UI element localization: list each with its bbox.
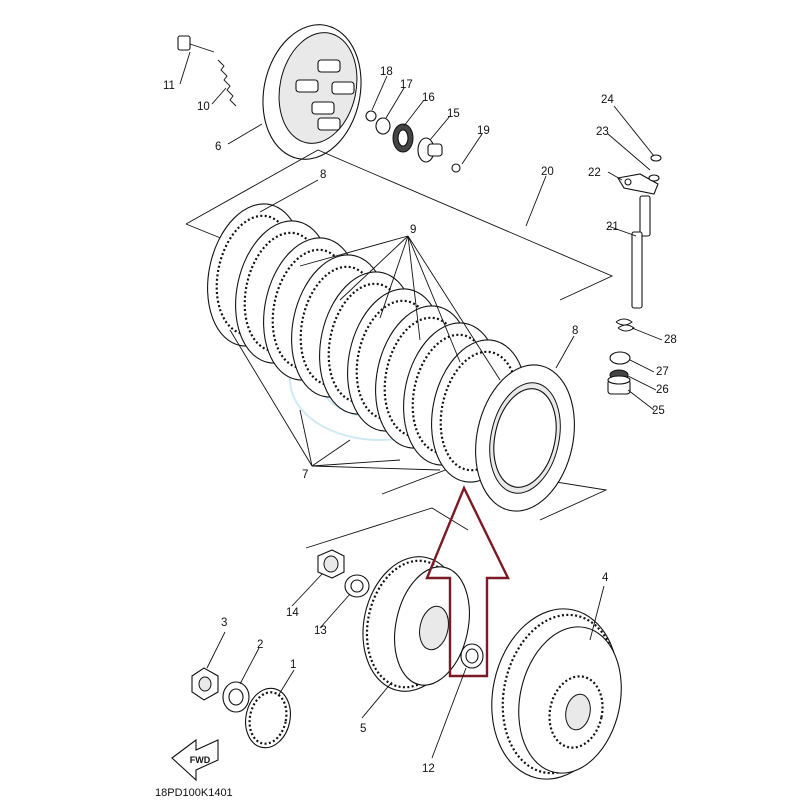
label-24: 24 — [601, 94, 614, 106]
label-11: 11 — [163, 80, 175, 92]
push-lever-axle[interactable] — [631, 195, 651, 309]
thrust-washer[interactable] — [460, 643, 484, 669]
label-18: 18 — [380, 66, 393, 78]
washer-small[interactable] — [648, 154, 662, 182]
label-26: 26 — [656, 384, 669, 396]
push-lever[interactable] — [617, 173, 659, 195]
ball[interactable] — [451, 163, 461, 173]
label-12: 12 — [422, 763, 435, 775]
highlight-arrow — [425, 485, 510, 678]
clutch-boss[interactable] — [351, 548, 480, 701]
label-14: 14 — [286, 607, 299, 619]
label-25: 25 — [652, 405, 665, 417]
label-15: 15 — [447, 108, 460, 120]
label-17: 17 — [400, 79, 413, 91]
label-20: 20 — [541, 166, 554, 178]
label-16: 16 — [422, 92, 435, 104]
boss-outline — [305, 507, 469, 549]
gear-washer[interactable] — [222, 681, 250, 713]
callout-leaders — [179, 51, 663, 759]
label-13: 13 — [314, 625, 327, 637]
label-1: 1 — [290, 659, 296, 671]
label-6: 6 — [215, 141, 221, 153]
bolt[interactable] — [177, 35, 215, 53]
needle-bearing[interactable] — [607, 375, 631, 395]
label-2: 2 — [257, 639, 263, 651]
plate-10 — [475, 364, 575, 512]
label-21: 21 — [606, 221, 619, 233]
label-8-top: 8 — [320, 169, 326, 181]
callout-lines-plates — [229, 179, 575, 471]
label-19: 19 — [477, 125, 490, 137]
gear-nut[interactable] — [191, 667, 219, 701]
fwd-arrow-icon: FWD — [171, 738, 219, 782]
push-rod-piece[interactable] — [417, 137, 443, 163]
label-8-right: 8 — [572, 325, 578, 337]
bearing[interactable] — [392, 123, 414, 153]
label-5: 5 — [360, 723, 366, 735]
label-27: 27 — [656, 366, 669, 378]
primary-drive-gear[interactable] — [240, 684, 296, 752]
label-7: 7 — [302, 469, 308, 481]
nut[interactable] — [317, 549, 345, 579]
label-4: 4 — [602, 572, 609, 584]
lock-washer[interactable] — [344, 574, 370, 598]
label-23: 23 — [596, 126, 609, 138]
torsion-spring[interactable] — [615, 318, 635, 332]
washer[interactable] — [365, 110, 391, 135]
label-10: 10 — [197, 101, 210, 113]
part-labels: 11 10 6 18 17 16 15 19 20 24 23 22 21 8 … — [163, 66, 677, 775]
label-3: 3 — [221, 617, 227, 629]
fwd-label: FWD — [190, 755, 211, 765]
circlip[interactable] — [609, 351, 631, 365]
pressure-plate[interactable] — [251, 16, 373, 169]
label-28: 28 — [664, 334, 677, 346]
label-22: 22 — [588, 167, 601, 179]
spring[interactable] — [217, 59, 237, 107]
label-9: 9 — [410, 224, 416, 236]
clutch-housing[interactable] — [476, 597, 634, 791]
diagram-code: 18PD100K1401 — [155, 787, 233, 799]
plate-stack[interactable] — [195, 195, 587, 520]
